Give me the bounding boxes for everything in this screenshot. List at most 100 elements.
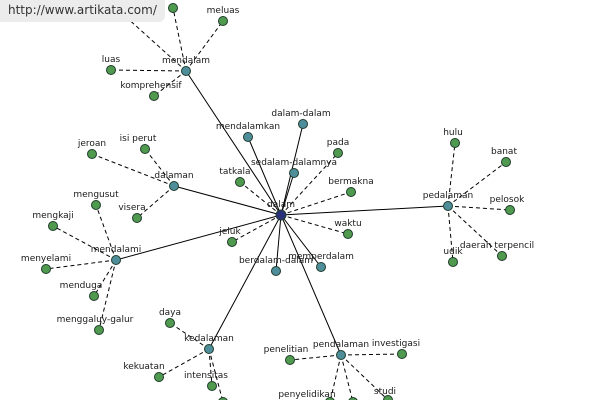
dashed-edge-dalaman-visera	[136, 185, 175, 219]
dashed-edge-mendalami-mengusut	[95, 204, 117, 261]
leaf-node-banat	[501, 157, 511, 167]
leaf-node-intensitas	[207, 381, 217, 391]
leaf-node-tatkala	[235, 177, 245, 187]
dashed-edge-dalam-tatkala	[239, 181, 282, 216]
category-label-dalaman: dalaman	[154, 171, 193, 181]
dashed-edge-pedalaman-daerah-terpencil	[447, 205, 503, 257]
leaf-node-menggaluy-galur	[94, 325, 104, 335]
leaf-label-meluas: meluas	[207, 6, 240, 16]
leaf-label-pada: pada	[327, 138, 349, 148]
category-label-pendalaman: pendalaman	[313, 340, 369, 350]
category-label-kedalaman: kedalaman	[184, 334, 234, 344]
leaf-label-mengusut: mengusut	[73, 190, 119, 200]
leaf-node-menyelami	[41, 264, 51, 274]
category-label-mendalam: mendalam	[162, 56, 210, 66]
leaf-node-penyelidikan	[325, 397, 335, 400]
edge-dalam-pendalaman	[280, 214, 342, 356]
dashed-edge-mendalami-menduga	[93, 259, 117, 297]
leaf-label-bermakna: bermakna	[328, 177, 374, 187]
leaf-label-banat: banat	[491, 147, 517, 157]
leaf-node-bermakna	[346, 187, 356, 197]
leaf-node-investigasi	[397, 349, 407, 359]
edge-dalam-sedalam-dalamnya	[280, 172, 295, 216]
category-label-memperdalam: memperdalam	[288, 252, 354, 262]
dashed-edge-mendalami-mengkaji	[52, 225, 117, 261]
leaf-label-visera: visera	[118, 203, 145, 213]
dashed-edge-kedalaman-intensitas	[208, 348, 213, 387]
nodes-layer	[41, 3, 515, 400]
dashed-edge-mendalami-menyelami	[45, 259, 117, 270]
leaf-label-daerah-terpencil: daerah terpencil	[460, 241, 534, 251]
leaf-node-daerah-terpencil	[497, 251, 507, 261]
leaf-node-jeluk	[227, 237, 237, 247]
leaf-node-kedalaman-bottom	[218, 397, 228, 400]
category-label-berdalam-dalam: berdalam-dalam	[239, 256, 313, 266]
category-node-pedalaman	[443, 201, 453, 211]
leaf-label-intensitas: intensitas	[184, 371, 228, 381]
dashed-edge-kedalaman-daya	[169, 322, 210, 350]
category-label-mendalami: mendalami	[91, 245, 142, 255]
leaf-node-penelitian	[285, 355, 295, 365]
leaf-node-pendalaman-bottom	[348, 397, 358, 400]
edge-dalam-pedalaman	[280, 205, 449, 216]
dashed-edge-dalaman-isi-perut	[144, 148, 175, 187]
dashed-edge-dalaman-jeroan	[91, 153, 175, 187]
dashed-edge-dalam-bermakna	[280, 191, 352, 216]
leaf-label-daya: daya	[159, 308, 181, 318]
dashed-edge-kedalaman-kedalaman-bottom	[208, 348, 223, 400]
leaf-node-komprehensif	[149, 91, 159, 101]
leaf-label-pelosok: pelosok	[490, 195, 525, 205]
category-label-mendalamkan: mendalamkan	[216, 122, 280, 132]
leaf-label-penyelidikan: penyelidikan	[278, 390, 335, 400]
leaf-label-tatkala: tatkala	[219, 167, 250, 177]
dashed-edge-pendalaman-studi	[340, 354, 389, 400]
leaf-node-mengusut	[91, 200, 101, 210]
dashed-edge-pendalaman-penyelidikan	[329, 354, 342, 400]
dashed-edge-dalam-jeluk	[231, 214, 282, 243]
category-node-mendalami	[111, 255, 121, 265]
leaf-node-pelosok	[505, 205, 515, 215]
leaf-label-investigasi: investigasi	[372, 339, 420, 349]
labels-layer: ukmeluasluaskomprehensifjeroanisi perutv…	[21, 6, 534, 400]
edge-dalam-dalaman	[173, 185, 282, 216]
category-node-mendalam	[181, 66, 191, 76]
category-node-dalaman	[169, 181, 179, 191]
leaf-node-waktu	[343, 229, 353, 239]
leaf-label-mengkaji: mengkaji	[32, 211, 73, 221]
leaf-node-udik	[448, 257, 458, 267]
leaf-node-kekuatan	[154, 372, 164, 382]
dashed-edge-mendalami-menggaluy-galur	[98, 259, 117, 331]
category-node-mendalamkan	[243, 132, 253, 142]
leaf-node-daya	[165, 318, 175, 328]
category-label-pedalaman: pedalaman	[423, 191, 473, 201]
dashed-edge-pedalaman-hulu	[447, 142, 456, 207]
edge-dalam-kedalaman	[208, 214, 282, 350]
dashed-edge-kedalaman-kekuatan	[158, 348, 210, 378]
dashed-edge-mendalam-luas	[110, 69, 187, 72]
leaf-label-luas: luas	[102, 55, 121, 65]
dashed-edge-dalam-pada	[280, 152, 339, 216]
leaf-node-isi-perut	[140, 144, 150, 154]
leaf-node-mengkaji	[48, 221, 58, 231]
category-node-dalam-dalam	[298, 119, 308, 129]
dashed-edge-mendalam-mendalam-top	[172, 7, 187, 72]
edge-dalam-mendalamkan	[247, 136, 282, 216]
hub-node-dalam	[275, 209, 287, 221]
category-label-sedalam-dalamnya: sedalam-dalamnya	[251, 158, 337, 168]
leaf-label-studi: studi	[374, 387, 396, 397]
edge-dalam-mendalam	[185, 70, 282, 216]
leaf-node-pada	[333, 148, 343, 158]
watermark-url: http://www.artikata.com/	[0, 0, 165, 22]
edge-dalam-mendalami	[115, 214, 282, 261]
leaf-label-penelitian: penelitian	[264, 345, 309, 355]
leaf-node-visera	[132, 213, 142, 223]
leaf-label-udik: udik	[443, 247, 463, 257]
category-node-pendalaman	[336, 350, 346, 360]
leaf-label-jeluk: jeluk	[218, 227, 241, 237]
leaf-node-jeroan	[87, 149, 97, 159]
dashed-edge-dalam-waktu	[280, 214, 349, 235]
leaf-node-meluas	[218, 16, 228, 26]
leaf-label-hulu: hulu	[443, 128, 463, 138]
